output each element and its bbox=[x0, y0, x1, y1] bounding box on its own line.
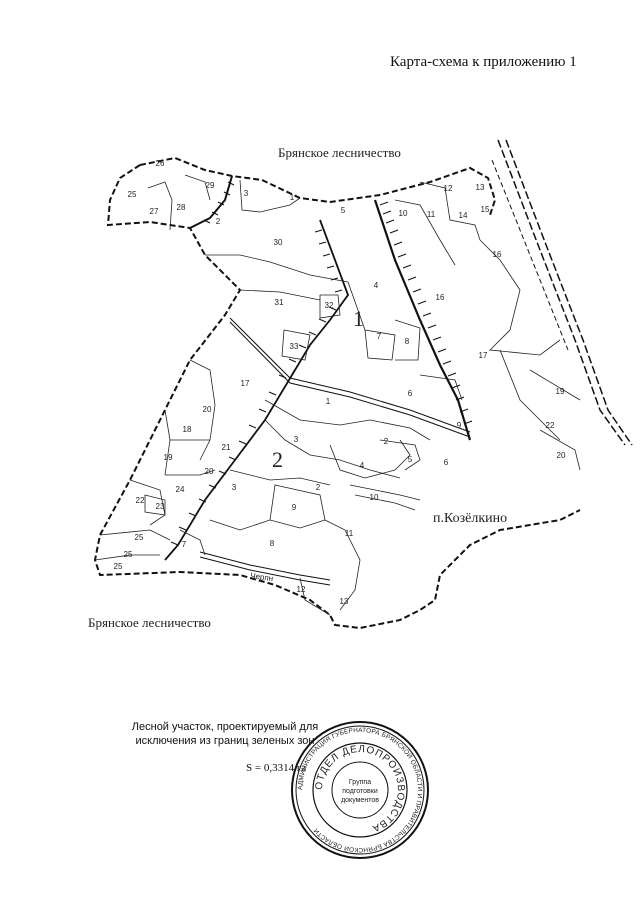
plot-number: 25 bbox=[135, 533, 144, 542]
legend-line-1: Лесной участок, проектируемый для bbox=[131, 721, 319, 733]
road-south-2 bbox=[199, 556, 331, 586]
plot-number: 1 bbox=[326, 397, 331, 406]
legend-description: Лесной участок, проектируемый для исключ… bbox=[110, 720, 340, 748]
plot-number: 17 bbox=[479, 351, 488, 360]
plot-number: 7 bbox=[182, 540, 187, 549]
map-title: Карта-схема к приложению 1 bbox=[390, 54, 577, 70]
plot-number: 8 bbox=[270, 539, 275, 548]
plot-number: 14 bbox=[459, 211, 468, 220]
road-south bbox=[199, 551, 331, 581]
plot-number: 8 bbox=[405, 337, 410, 346]
plot-number: 12 bbox=[444, 184, 453, 193]
plot-number: 22 bbox=[136, 496, 145, 505]
plot-number: 3 bbox=[244, 189, 249, 198]
plot-number: 27 bbox=[150, 207, 159, 216]
plot-number: 1 bbox=[290, 193, 295, 202]
stamp-center-line-3: документов bbox=[341, 797, 379, 804]
stamp-center-line-2: подготовки bbox=[342, 788, 378, 795]
plot-number: 10 bbox=[370, 493, 379, 502]
block-number-2: 2 bbox=[272, 447, 283, 472]
plot-number: 21 bbox=[222, 443, 231, 452]
plot-number: 28 bbox=[177, 203, 186, 212]
plot-number: 24 bbox=[176, 485, 185, 494]
plot-number: 5 bbox=[408, 455, 413, 464]
railway-parallel bbox=[505, 139, 633, 446]
plot-number: 13 bbox=[340, 597, 349, 606]
plot-number: 13 bbox=[476, 183, 485, 192]
plot-number: 6 bbox=[444, 458, 449, 467]
quarter-line-c bbox=[189, 175, 233, 229]
plot-number: 31 bbox=[275, 298, 284, 307]
plot-number: 20 bbox=[203, 405, 212, 414]
plot-number: 5 bbox=[341, 206, 346, 215]
plot-number: 3 bbox=[232, 483, 237, 492]
block-number-1: 1 bbox=[353, 306, 364, 331]
forest-boundary bbox=[93, 156, 581, 630]
plot-number: 2 bbox=[316, 483, 321, 492]
plot-number: 23 bbox=[156, 502, 165, 511]
plot-number: 6 bbox=[408, 389, 413, 398]
plot-number: 20 bbox=[557, 451, 566, 460]
plot-number: 4 bbox=[374, 281, 379, 290]
plot-number: 30 bbox=[274, 238, 283, 247]
legend-line-2: исключения из границ зеленых зон bbox=[135, 735, 315, 747]
plot-number: 19 bbox=[556, 387, 565, 396]
plot-number: 2 bbox=[216, 217, 221, 226]
plot-number: 16 bbox=[436, 293, 445, 302]
tick-marks bbox=[170, 181, 473, 546]
plot-number: 19 bbox=[164, 453, 173, 462]
forestry-label-bottom: Брянское лесничество bbox=[88, 615, 211, 630]
quarter-line-a bbox=[373, 199, 472, 441]
plot-number: 2 bbox=[384, 437, 389, 446]
plot-number: 25 bbox=[128, 190, 137, 199]
plot-boundaries bbox=[94, 174, 581, 616]
plot-number: 9 bbox=[457, 421, 462, 430]
forestry-label-top: Брянское лесничество bbox=[278, 145, 401, 160]
plot-number: 4 bbox=[360, 461, 365, 470]
railway-parallel-2 bbox=[491, 159, 569, 351]
road-line-2 bbox=[229, 321, 471, 438]
plot-number: 15 bbox=[481, 205, 490, 214]
plot-number: 18 bbox=[183, 425, 192, 434]
road-label: Черпн bbox=[250, 571, 274, 583]
plot-number: 25 bbox=[114, 562, 123, 571]
plot-number: 12 bbox=[297, 585, 306, 594]
stamp-center-line-1: Группа bbox=[349, 779, 371, 786]
plot-number: 22 bbox=[546, 421, 555, 430]
plot-number: 11 bbox=[427, 210, 436, 219]
plot-number: 11 bbox=[345, 529, 354, 538]
plot-number: 3 bbox=[294, 435, 299, 444]
plot-number: 17 bbox=[241, 379, 250, 388]
plot-numbers: 1 1 2 2 2 3 3 3 4 4 5 5 6 6 7 7 8 8 9 9 … bbox=[114, 159, 566, 606]
legend-area: S = 0,3314 га bbox=[246, 762, 307, 774]
plot-number: 32 bbox=[325, 301, 334, 310]
railway bbox=[497, 139, 626, 446]
settlement-label: п.Козёлкино bbox=[433, 511, 507, 526]
plot-number: 10 bbox=[399, 209, 408, 218]
plot-number: 25 bbox=[124, 550, 133, 559]
plot-number: 9 bbox=[292, 503, 297, 512]
plot-number: 33 bbox=[290, 342, 299, 351]
road-line bbox=[229, 317, 471, 433]
plot-number: 29 bbox=[206, 181, 215, 190]
plot-number: 7 bbox=[377, 332, 382, 341]
plot-number: 16 bbox=[493, 250, 502, 259]
plot-number: 26 bbox=[156, 159, 165, 168]
quarter-line-b bbox=[164, 219, 350, 561]
plot-number: 20 bbox=[205, 467, 214, 476]
